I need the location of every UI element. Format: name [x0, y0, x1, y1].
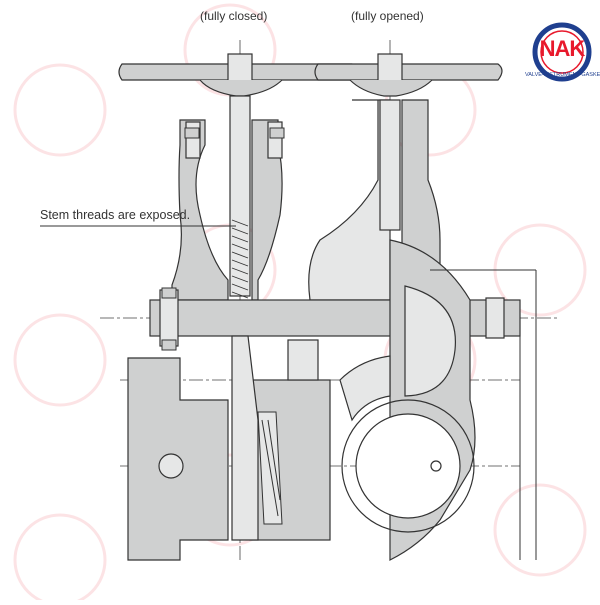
bolts	[161, 127, 285, 351]
bonnet-closed	[171, 95, 283, 301]
body-closed	[127, 335, 331, 561]
extension-lines	[430, 269, 537, 560]
gate-closed	[257, 411, 283, 525]
logo-ring-icon	[532, 22, 592, 82]
handwheel-opened	[314, 53, 503, 97]
body-opened	[339, 239, 476, 561]
stem-threads-note: Stem threads are exposed.	[40, 208, 191, 222]
fully-opened-label: (fully opened)	[351, 9, 424, 23]
logo-text: NAK	[539, 36, 586, 61]
fully-closed-label: (fully closed)	[200, 9, 268, 23]
bonnet-opened	[308, 99, 441, 301]
nak-logo: NAK	[532, 22, 592, 82]
logo-subtitle: VALVE-INSTRUMENT-GASKET	[525, 72, 600, 78]
